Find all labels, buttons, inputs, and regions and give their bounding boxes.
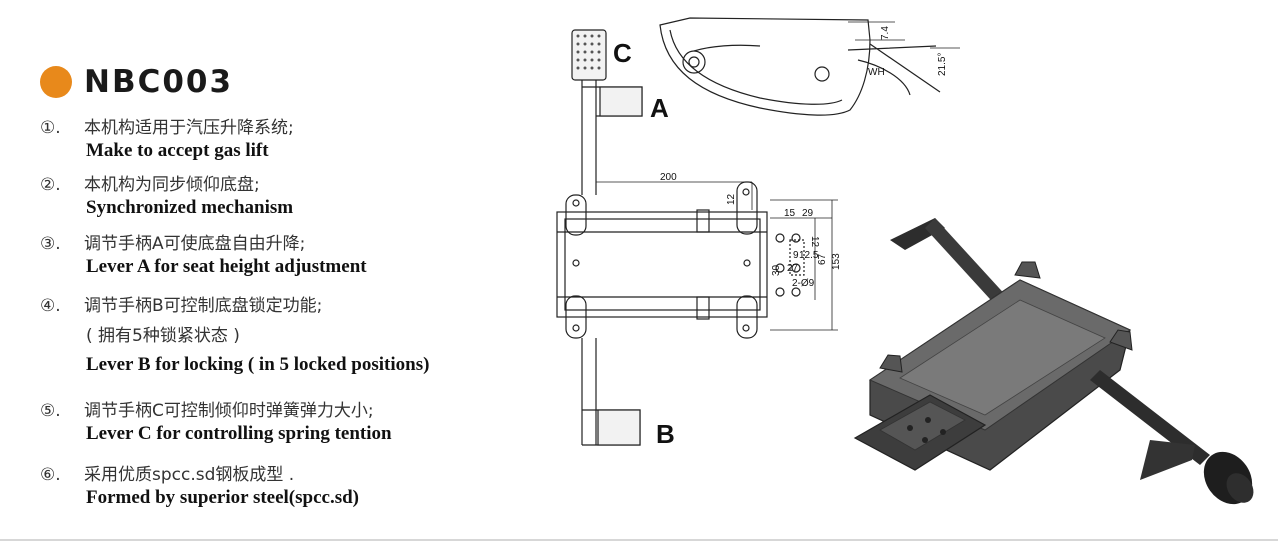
feature-6: ⑥. 采用优质spcc.sd钢板成型 . Formed by superior s…	[40, 464, 359, 510]
feature-5: ⑤. 调节手柄C可控制倾仰时弹簧弹力大小; Lever C for control…	[40, 400, 392, 446]
dim-12a: 12	[726, 193, 737, 205]
mechanism-3d-rendering	[853, 218, 1254, 505]
feature-1: ①. 本机构适用于汽压升降系统; Make to accept gas lift	[40, 117, 294, 163]
dim-67: 67	[817, 253, 828, 265]
feature-cn: 本机构适用于汽压升降系统;	[84, 118, 294, 138]
dim-holes: 2-Ø9	[792, 278, 815, 289]
dim-200: 200	[660, 172, 677, 183]
dim-29: 29	[802, 208, 814, 219]
dim-12-5: 12.5	[799, 250, 819, 261]
feature-number: ②.	[40, 175, 61, 195]
orange-bullet-icon	[40, 66, 72, 98]
feature-cn: 采用优质spcc.sd钢板成型 .	[84, 465, 295, 485]
bottom-divider	[0, 539, 1278, 541]
feature-en: Lever C for controlling spring tention	[86, 423, 392, 444]
lever-b-label: B	[656, 419, 675, 449]
feature-number: ④.	[40, 296, 61, 316]
dim-12b: 12	[809, 236, 820, 248]
feature-number: ①.	[40, 118, 61, 138]
feature-number: ⑤.	[40, 401, 61, 421]
feature-number: ⑥.	[40, 465, 61, 485]
dim-wh: WH	[868, 67, 885, 78]
dim-15: 15	[784, 208, 796, 219]
feature-4: ④. 调节手柄B可控制底盘锁定功能; ( 拥有5种锁紧状态 ) Lever B f…	[40, 295, 429, 377]
lever-a-drawing	[582, 86, 643, 117]
lever-c-label: C	[613, 38, 632, 68]
lever-knob-3d	[1203, 451, 1254, 505]
dim-21-5: 21.5°	[937, 53, 948, 76]
dim-153: 153	[831, 253, 842, 270]
feature-en: Lever B for locking ( in 5 locked positi…	[86, 354, 430, 375]
side-profile-drawing	[659, 17, 960, 116]
dim-7-4: 7.4	[880, 26, 891, 40]
feature-cn-note: ( 拥有5种锁紧状态 )	[86, 326, 240, 346]
feature-en: Synchronized mechanism	[86, 197, 294, 218]
lever-c-knob-drawing	[571, 29, 607, 81]
feature-3: ③. 调节手柄A可使底盘自由升降; Lever A for seat height…	[40, 233, 367, 279]
title-row: NBC003	[40, 62, 233, 102]
dim-27: 27	[787, 263, 799, 274]
feature-number: ③.	[40, 234, 61, 254]
lever-b-drawing	[582, 409, 641, 446]
feature-en: Lever A for seat height adjustment	[86, 256, 367, 277]
feature-cn: 调节手柄C可控制倾仰时弹簧弹力大小;	[84, 401, 374, 421]
feature-en: Formed by superior steel(spcc.sd)	[86, 487, 360, 508]
product-title: NBC003	[84, 64, 234, 100]
feature-2: ②. 本机构为同步倾仰底盘; Synchronized mechanism	[40, 174, 293, 220]
dim-30: 30	[771, 264, 782, 276]
lever-a-label: A	[650, 93, 669, 123]
feature-cn: 调节手柄A可使底盘自由升降;	[84, 234, 306, 254]
dim-9: 9	[793, 250, 799, 261]
feature-en: Make to accept gas lift	[86, 140, 269, 161]
feature-cn: 本机构为同步倾仰底盘;	[84, 175, 260, 195]
feature-cn: 调节手柄B可控制底盘锁定功能;	[84, 296, 323, 316]
